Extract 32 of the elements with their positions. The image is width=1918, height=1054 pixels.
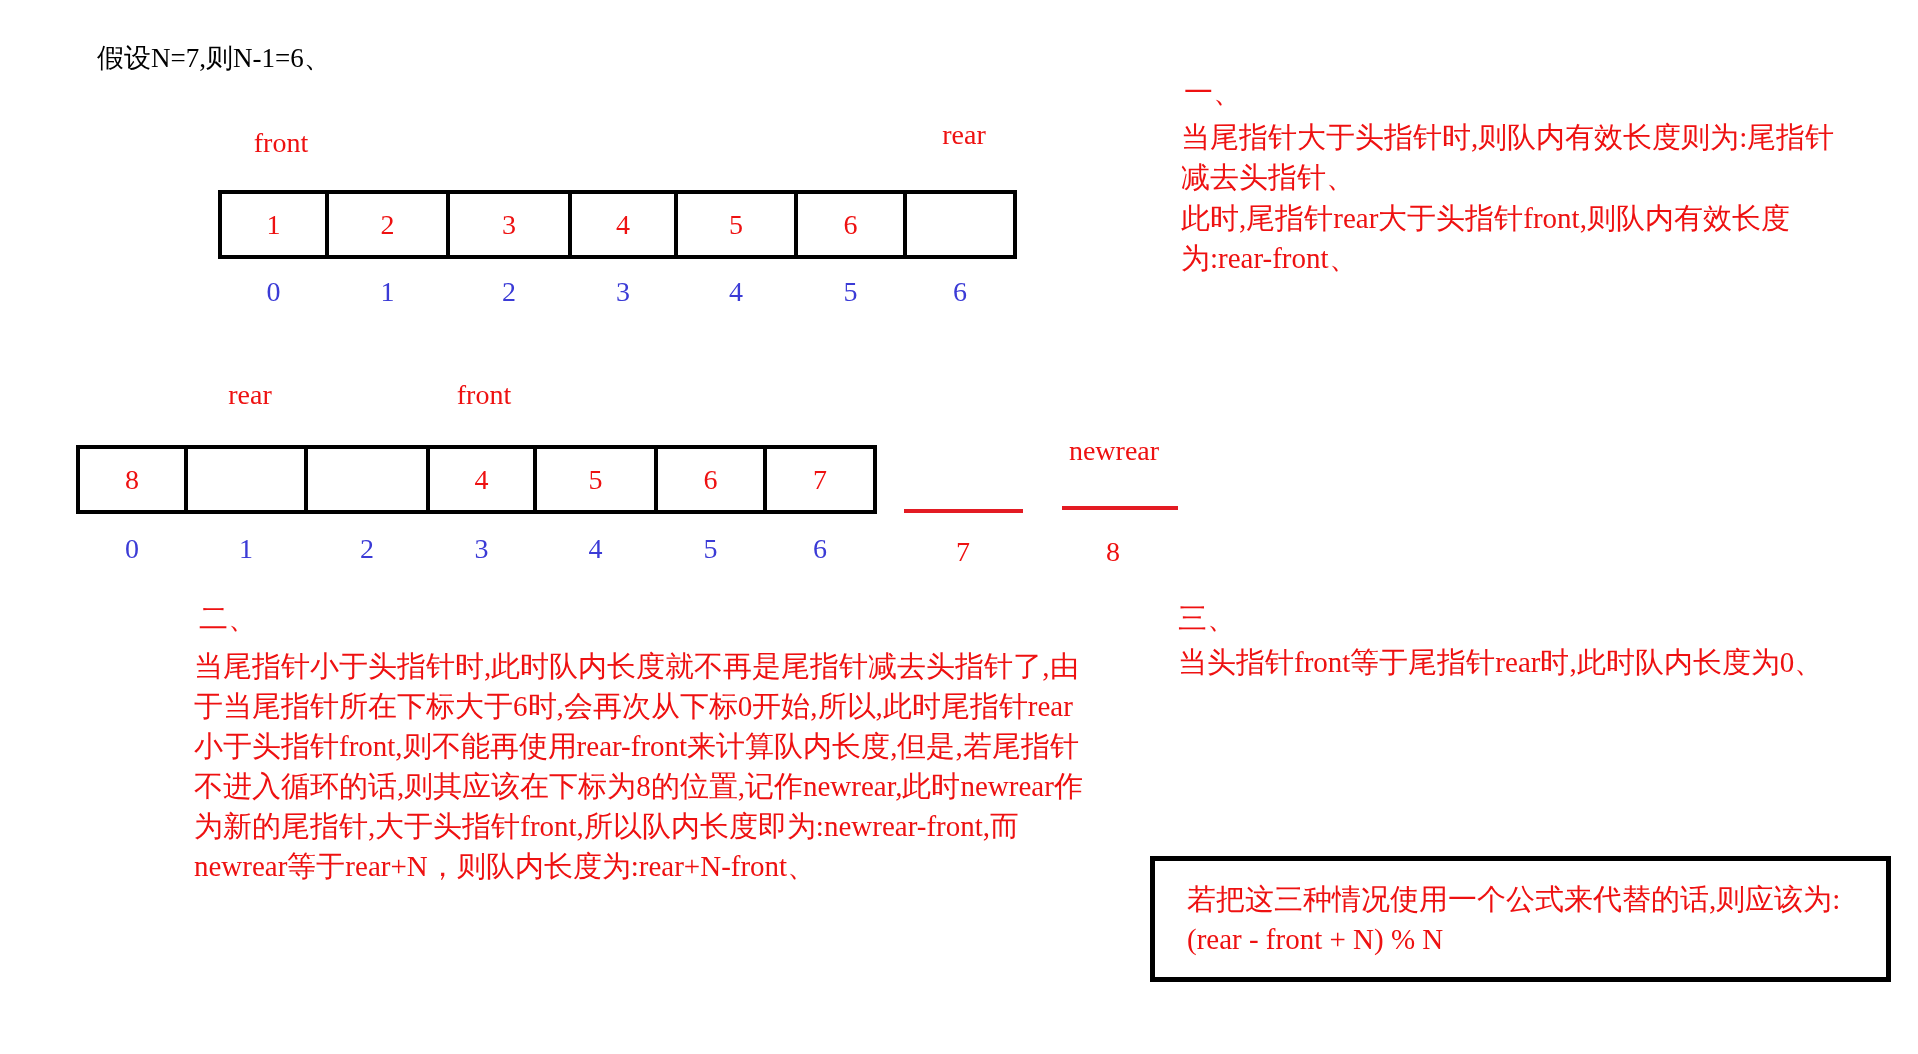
section-number: 三、 bbox=[1178, 601, 1236, 636]
index-label: 4 bbox=[588, 532, 603, 566]
index-label: 8 bbox=[1106, 535, 1120, 569]
index-label: 1 bbox=[239, 532, 253, 566]
section-number: 二、 bbox=[199, 601, 257, 636]
index-label: 6 bbox=[953, 275, 967, 309]
formula-text: (rear - front + N) % N bbox=[1187, 922, 1444, 957]
pointer-label: rear bbox=[942, 118, 986, 152]
index-label: 0 bbox=[266, 275, 281, 309]
index-label: 1 bbox=[380, 275, 395, 309]
index-label: 4 bbox=[729, 275, 743, 309]
index-label: 5 bbox=[703, 532, 718, 566]
pointer-label: front bbox=[456, 378, 512, 412]
explanation-text: 当尾指针大于头指针时,则队内有效长度则为:尾指针减去头指针、 bbox=[1181, 120, 1836, 195]
index-label: 5 bbox=[843, 275, 858, 309]
pointer-label: front bbox=[253, 126, 309, 160]
index-label: 3 bbox=[474, 532, 489, 566]
explanation-text: 当尾指针小于头指针时,此时队内长度就不再是尾指针减去头指针了,由于当尾指针所在下标大于6时,会再次从下标0开始,所以,此时尾指针rear小于头指针front,则不能再使用rear-front来计算队内长度,但是,若尾指针不进入循环的话,则其应该在下标为8的位置,记作newrear,此时newrear作为新的尾指针,大于头指针front,所以队内长度即为:newrear-front,而newrear等于rear+N，则队内长度为:rear+N-front、 bbox=[194, 649, 1084, 884]
index-label: 3 bbox=[616, 275, 630, 309]
formula-box bbox=[1150, 856, 1891, 982]
index-label: 2 bbox=[360, 532, 374, 566]
index-label: 2 bbox=[502, 275, 516, 309]
pointer-label: rear bbox=[228, 378, 272, 412]
section-number: 一、 bbox=[1184, 75, 1242, 110]
heading-text: 假设N=7,则N-1=6、 bbox=[97, 42, 331, 75]
index-label: 7 bbox=[956, 535, 970, 569]
index-label: 6 bbox=[813, 532, 827, 566]
pointer-label: newrear bbox=[1068, 434, 1160, 468]
explanation-text: 此时,尾指针rear大于头指针front,则队内有效长度为:rear-front、 bbox=[1181, 201, 1791, 276]
explanation-text: 当头指针front等于尾指针rear时,此时队内长度为0、 bbox=[1178, 645, 1825, 680]
index-label: 0 bbox=[125, 532, 139, 566]
summary-text: 若把这三种情况使用一个公式来代替的话,则应该为: bbox=[1187, 882, 1841, 917]
